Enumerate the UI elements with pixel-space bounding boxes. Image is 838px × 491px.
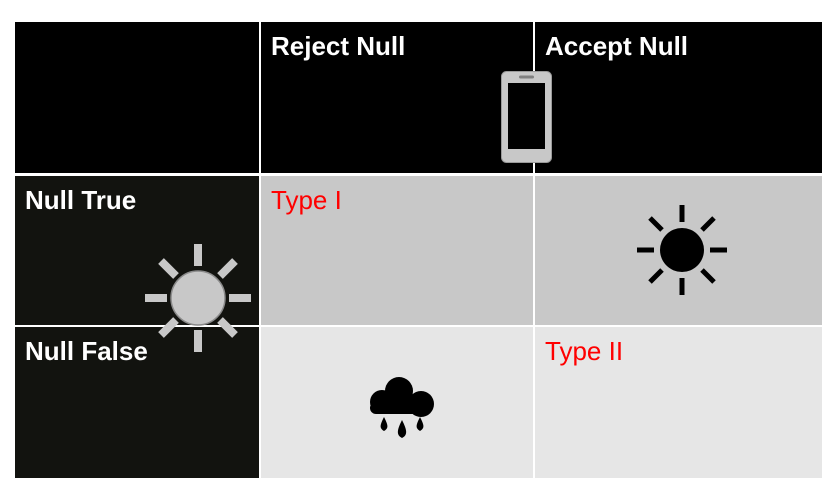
rain-cloud-icon xyxy=(370,377,434,438)
row-null-true-label: Null True xyxy=(25,185,137,215)
row-null-false-label: Null False xyxy=(25,336,148,366)
header-accept-null: Accept Null xyxy=(535,22,822,173)
sun-icon xyxy=(145,244,251,352)
cell-null-false-accept: Type II xyxy=(535,327,822,478)
type-i-error-label: Type I xyxy=(271,185,342,215)
phone-icon xyxy=(501,71,552,163)
row-header-null-false: Null False xyxy=(15,327,259,478)
corner-cell xyxy=(15,22,259,173)
row-header-null-true: Null True xyxy=(15,176,259,325)
sun-icon xyxy=(637,205,727,295)
header-reject-null: Reject Null xyxy=(261,22,533,173)
type-ii-error-label: Type II xyxy=(545,336,624,366)
cell-null-true-reject: Type I xyxy=(261,176,533,325)
header-accept-null-label: Accept Null xyxy=(545,31,689,61)
header-reject-null-label: Reject Null xyxy=(271,31,406,61)
